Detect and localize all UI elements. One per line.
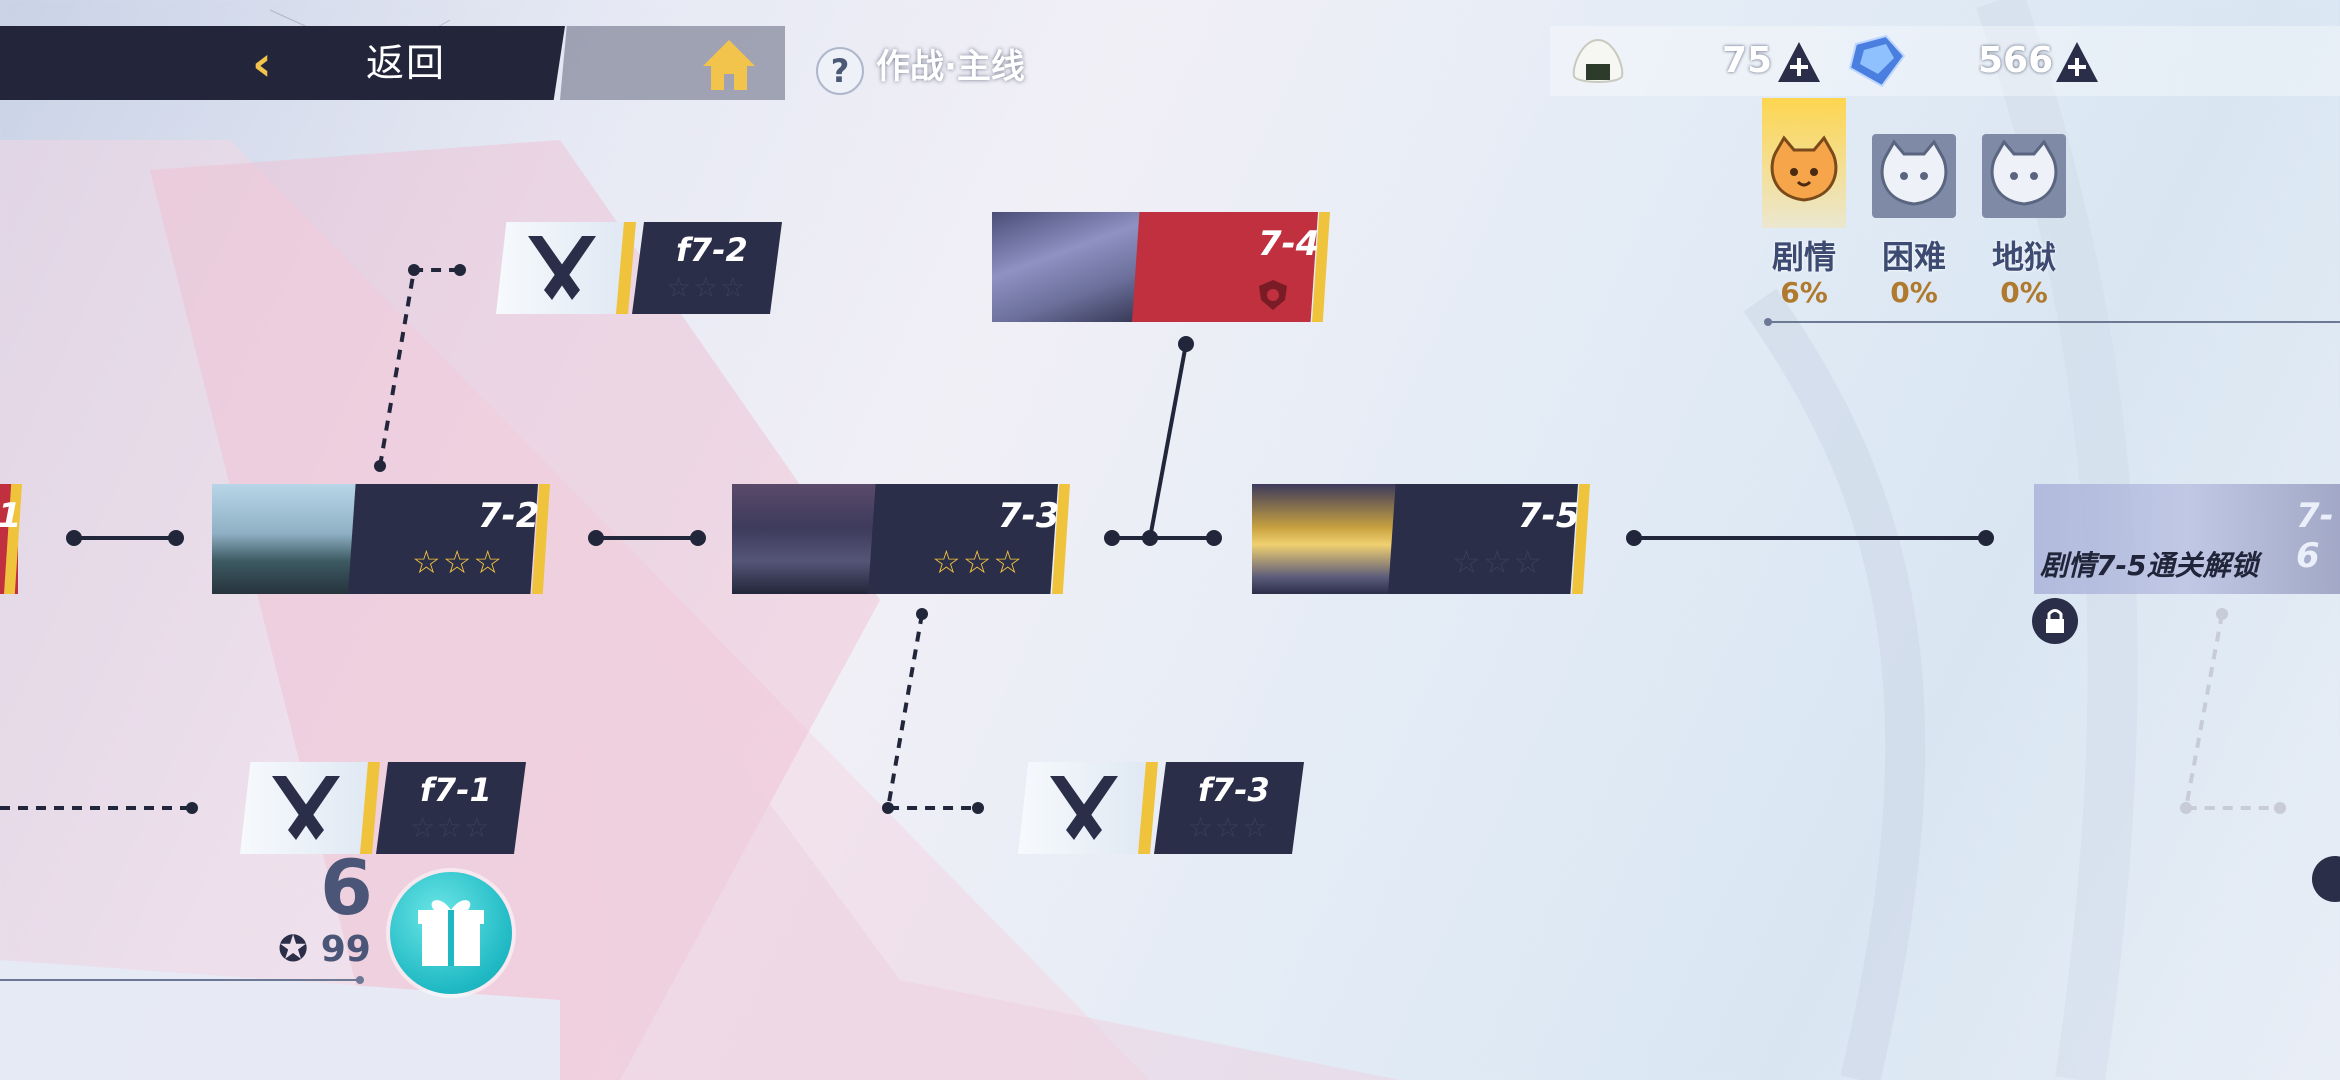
stage-code: f7-1 [420,771,492,809]
stage-stars: ☆☆☆ [1188,811,1270,844]
boss-shield-icon [1259,280,1287,310]
star-total: ✪ 99 [278,928,371,972]
star-total-value: 99 [320,929,371,970]
tab-hard[interactable] [1872,134,1956,218]
stage-thumbnail [992,212,1142,322]
stamina-count: 75 [1722,40,1773,81]
stage-thumbnail [2034,484,2340,594]
cat-face-icon [1990,139,2058,206]
tab-hard-progress: 0% [1890,276,1938,309]
back-chevron-icon[interactable]: ‹ [252,36,272,92]
crossed-swords-icon [1050,776,1118,840]
stage-code: 7-5 [1518,496,1580,536]
page-title: 作战·主线 [876,47,1025,87]
stage-code: 7-1 [0,496,22,536]
cat-face-icon [1880,139,1948,206]
stage-card-7-4[interactable]: 7-4 [992,212,1338,322]
stage-stars: ☆☆☆ [1452,543,1545,581]
tab-hell-label: 地狱 [1991,238,2056,276]
help-icon[interactable]: ? [816,47,864,95]
stage-card-7-3[interactable]: 7-3 ☆☆☆ [732,484,1078,594]
stage-thumbnail [1252,484,1402,594]
star-icon: ✪ [278,929,309,970]
stage-card-7-1[interactable]: 7-1 [0,484,38,594]
crossed-swords-icon [528,236,596,300]
tab-hell-progress: 0% [2000,276,2048,309]
stage-card-f7-3[interactable]: f7-3 ☆☆☆ [1018,762,1318,854]
add-gem-button[interactable] [2054,40,2100,84]
stage-stars: ☆☆☆ [932,543,1025,581]
stage-code: 7-4 [1258,224,1320,264]
stage-card-7-5[interactable]: 7-5 ☆☆☆ [1252,484,1598,594]
stage-card-f7-2[interactable]: f7-2 ☆☆☆ [496,222,796,314]
stage-card-7-6[interactable]: 7-6 [2034,484,2340,594]
stage-card-7-2[interactable]: 7-2 ☆☆☆ [212,484,558,594]
stage-stars: ☆☆☆ [412,543,505,581]
gem-count: 566 [1978,40,2054,81]
stage-card-f7-1[interactable]: f7-1 ☆☆☆ [240,762,540,854]
stage-stars: ☆☆☆ [410,811,492,844]
back-button[interactable]: 返回 [366,41,447,85]
stage-stars: ☆☆☆ [666,271,748,304]
star-reward-button[interactable] [390,872,512,994]
tab-story-progress: 6% [1780,276,1828,309]
lock-icon [2032,598,2078,644]
tab-story-label: 剧情 [1771,238,1836,276]
gem-icon [1848,34,1906,88]
stage-code: 7-6 [2296,496,2334,576]
tab-hell[interactable] [1982,134,2066,218]
tab-story[interactable] [1762,130,1846,214]
stage-code: f7-3 [1198,771,1270,809]
stage-thumbnail [212,484,362,594]
stage-code: 7-3 [998,496,1060,536]
stage-code: 7-2 [478,496,540,536]
stage-lock-text: 剧情7-5通关解锁 [2040,549,2259,582]
reward-count: 6 [320,843,373,932]
gift-icon [418,900,484,966]
add-stamina-button[interactable] [1776,40,1822,84]
tab-hard-label: 困难 [1881,238,1946,276]
crossed-swords-icon [272,776,340,840]
cat-face-icon [1770,135,1838,202]
back-bar[interactable] [0,26,565,100]
stage-thumbnail [732,484,882,594]
stage-code: f7-2 [676,231,748,269]
resource-bar [1550,26,2340,96]
riceball-stamina-icon [1572,38,1624,83]
home-icon[interactable] [700,36,758,94]
